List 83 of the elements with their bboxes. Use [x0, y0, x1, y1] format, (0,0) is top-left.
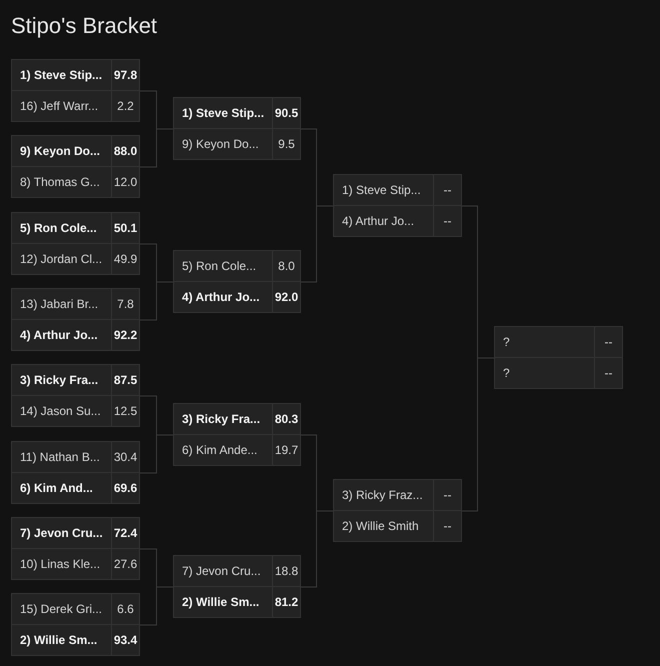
team-row	[12, 319, 139, 350]
team-row	[334, 510, 461, 541]
match-box	[173, 97, 301, 160]
score-value: 92.2	[111, 320, 139, 350]
match-box	[173, 403, 301, 466]
bracket-line	[140, 282, 174, 320]
score-value: 19.7	[272, 435, 300, 465]
team-name: 2) Willie Smith	[342, 518, 419, 535]
team-name: 5) Ron Cole...	[20, 220, 97, 237]
team-name: 7) Jevon Cru...	[20, 525, 103, 542]
team-name: 1) Steve Stip...	[182, 105, 264, 122]
team-name: 13) Jabari Br...	[20, 296, 98, 313]
score-value: 69.6	[111, 473, 139, 503]
score-value: 12.5	[111, 396, 139, 426]
match-box	[494, 326, 623, 389]
team-row	[12, 90, 139, 121]
team-row	[174, 434, 300, 465]
team-row	[334, 205, 461, 236]
match-box	[11, 441, 140, 504]
team-name: 3) Ricky Fraz...	[342, 487, 423, 504]
score-value: 2.2	[111, 91, 139, 121]
team-name: 2) Willie Sm...	[20, 632, 98, 649]
score-value: 81.2	[272, 587, 300, 617]
match-box	[11, 212, 140, 275]
match-box	[11, 517, 140, 580]
score-value: 92.0	[272, 282, 300, 312]
match-box	[11, 288, 140, 351]
team-name: 7) Jevon Cru...	[182, 563, 261, 580]
team-name: 1) Steve Stip...	[342, 182, 421, 199]
team-row	[12, 395, 139, 426]
match-box	[333, 479, 462, 542]
team-name: 6) Kim And...	[20, 480, 93, 497]
team-name: 9) Keyon Do...	[182, 136, 259, 153]
match-box	[11, 364, 140, 427]
team-name: ?	[503, 365, 510, 382]
bracket-title: Stipo's Bracket	[11, 12, 158, 40]
bracket-line	[300, 510, 334, 588]
score-value: 93.4	[111, 625, 139, 655]
score-value: --	[433, 206, 461, 236]
team-name: 14) Jason Su...	[20, 403, 101, 420]
score-value: 12.0	[111, 167, 139, 197]
match-box	[173, 250, 301, 313]
score-value: --	[433, 511, 461, 541]
team-row	[12, 548, 139, 579]
team-row	[12, 243, 139, 274]
team-row	[174, 586, 300, 617]
bracket-line	[140, 434, 174, 474]
team-name: 5) Ron Cole...	[182, 258, 256, 275]
team-name: 4) Arthur Jo...	[182, 289, 260, 306]
team-name: 11) Nathan B...	[20, 449, 100, 466]
team-name: 3) Ricky Fra...	[182, 411, 260, 428]
bracket-line	[462, 358, 494, 512]
team-name: 12) Jordan Cl...	[20, 251, 102, 268]
bracket-line	[300, 206, 334, 282]
match-box	[333, 174, 462, 237]
team-row	[495, 357, 622, 388]
team-name: 2) Willie Sm...	[182, 594, 260, 611]
team-name: 4) Arthur Jo...	[342, 213, 414, 230]
score-value: --	[594, 358, 622, 388]
team-name: 4) Arthur Jo...	[20, 327, 98, 344]
bracket-line	[140, 586, 174, 626]
team-name: 9) Keyon Do...	[20, 143, 100, 160]
team-name: ?	[503, 334, 510, 351]
bracket-line	[140, 128, 174, 168]
team-name: 15) Derek Gri...	[20, 601, 102, 618]
team-name: 10) Linas Kle...	[20, 556, 100, 573]
team-name: 1) Steve Stip...	[20, 67, 102, 84]
team-name: 8) Thomas G...	[20, 174, 100, 191]
score-value: 9.5	[272, 129, 300, 159]
match-box	[11, 135, 140, 198]
team-row	[174, 281, 300, 312]
team-row	[12, 166, 139, 197]
team-row	[174, 128, 300, 159]
team-name: 16) Jeff Warr...	[20, 98, 98, 115]
match-box	[11, 59, 140, 122]
match-box	[173, 555, 301, 618]
team-name: 6) Kim Ande...	[182, 442, 258, 459]
match-box	[11, 593, 140, 656]
team-row	[12, 624, 139, 655]
score-value: 27.6	[111, 549, 139, 579]
score-value: 49.9	[111, 244, 139, 274]
team-row	[12, 472, 139, 503]
team-name: 3) Ricky Fra...	[20, 372, 98, 389]
